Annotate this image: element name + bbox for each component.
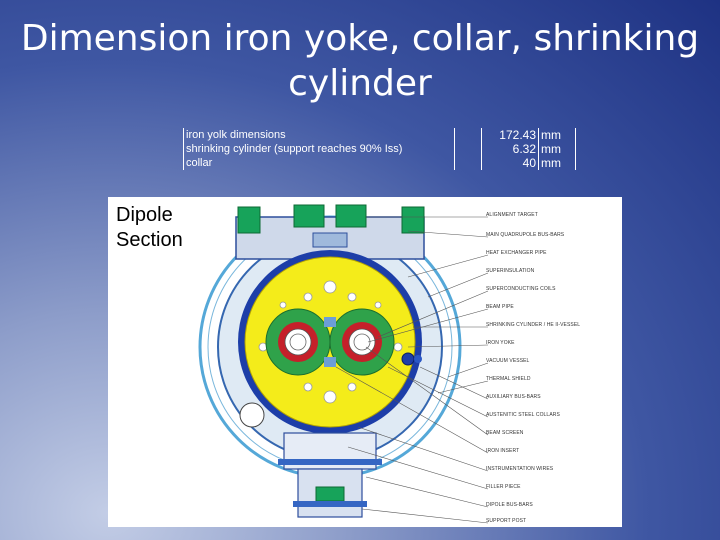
dipole-cross-section-drawing <box>198 204 489 524</box>
callout-label: SHRINKING CYLINDER / HE II-VESSEL <box>486 322 581 328</box>
callout-label: IRON YOKE <box>486 340 515 346</box>
callout-label: ALIGNMENT TARGET <box>486 212 538 218</box>
callout-label: SUPERINSULATION <box>486 268 535 274</box>
dimension-value: 40 <box>481 156 539 170</box>
dimension-unit: mm <box>538 142 576 156</box>
callout-label: AUSTENITIC STEEL COLLARS <box>486 412 560 418</box>
dimension-unit: mm <box>538 156 576 170</box>
dimension-label: collar <box>183 156 455 170</box>
dipole-cross-section-figure: ALIGNMENT TARGET MAIN QUADRUPOLE BUS-BAR… <box>108 197 622 527</box>
callout-label: FILLER PIECE <box>486 484 521 490</box>
table-row: collar 40 mm <box>183 156 576 170</box>
callout-label: INSTRUMENTATION WIRES <box>486 466 554 472</box>
dimensions-table: iron yolk dimensions 172.43 mm shrinking… <box>183 128 576 170</box>
dimension-value: 6.32 <box>481 142 539 156</box>
section-label: Dipole Section <box>116 204 183 251</box>
table-row: shrinking cylinder (support reaches 90% … <box>183 142 576 156</box>
dimension-value: 172.43 <box>481 128 539 142</box>
callout-label: DIPOLE BUS-BARS <box>486 502 533 508</box>
callout-label: SUPERCONDUCTING COILS <box>486 286 556 292</box>
callout-label: SUPPORT POST <box>486 518 527 524</box>
dimension-label: iron yolk dimensions <box>183 128 455 142</box>
callout-label: IRON INSERT <box>486 448 520 454</box>
slide-title: Dimension iron yoke, collar, shrinking c… <box>20 18 700 104</box>
callout-label: BEAM SCREEN <box>486 430 524 436</box>
dimension-unit: mm <box>538 128 576 142</box>
callout-label: AUXILIARY BUS-BARS <box>486 394 541 400</box>
callout-label: THERMAL SHIELD <box>486 376 531 382</box>
callout-label: VACUUM VESSEL <box>486 358 530 364</box>
dimension-label: shrinking cylinder (support reaches 90% … <box>183 142 455 156</box>
callout-label: HEAT EXCHANGER PIPE <box>486 250 547 256</box>
table-row: iron yolk dimensions 172.43 mm <box>183 128 576 142</box>
callout-label: BEAM PIPE <box>486 304 514 310</box>
callout-label: MAIN QUADRUPOLE BUS-BARS <box>486 232 565 238</box>
